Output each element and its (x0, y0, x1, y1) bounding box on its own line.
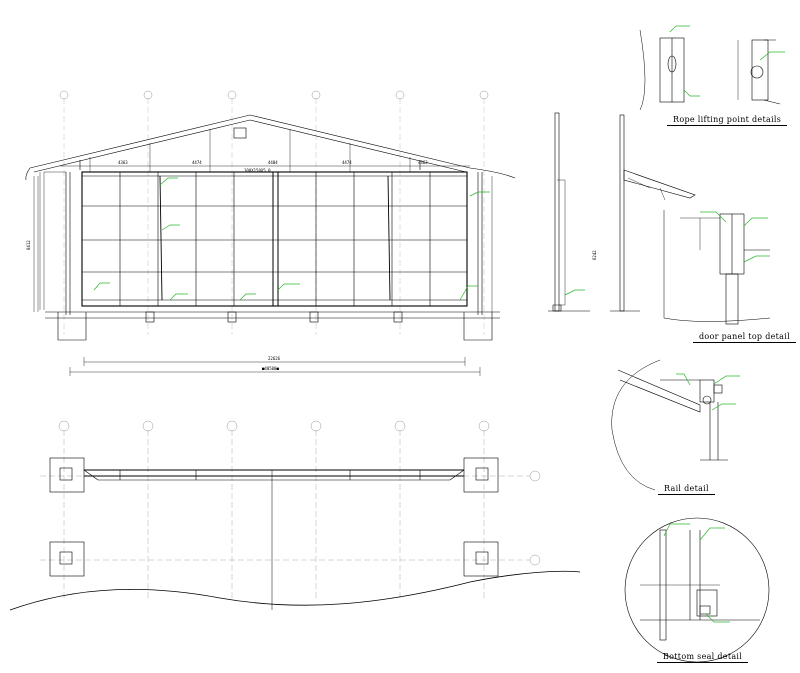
label-rope-lifting-details: Rope lifting point details (666, 115, 788, 126)
dim-ridge: 100X150X5.0 (244, 168, 271, 173)
label-rail-detail: Rail detail (658, 484, 715, 495)
detail-rail-drawing (611, 359, 740, 491)
roof-outline (25, 114, 516, 181)
detail-bottom-seal-drawing (624, 517, 770, 663)
label-door-panel-top-detail: door panel top detail (693, 332, 796, 343)
dimension-texts: 22626 ■40500■ 4363 4474 4404 4474 4363 1… (26, 160, 597, 371)
dim-height-right: 6242 (592, 250, 597, 260)
dimension-lines (33, 165, 493, 376)
front-elevation: 22626 ■40500■ 4363 4474 4404 4474 4363 1… (25, 90, 597, 376)
door-frame (81, 171, 468, 307)
dim-span-total: 22626 (268, 356, 281, 361)
ground-footings (45, 311, 500, 341)
axis-bubbles (59, 90, 489, 100)
dim-top-2: 4474 (192, 160, 202, 165)
dim-top-4: 4474 (342, 160, 352, 165)
plan-view (9, 420, 581, 611)
label-bottom-seal-detail: Bottom seal detail (656, 652, 749, 663)
dim-top-1: 4363 (118, 160, 128, 165)
roof-trusses (89, 129, 411, 172)
side-columns (39, 171, 483, 315)
detail-door-top-drawing (663, 210, 771, 325)
dim-top-3: 4404 (268, 160, 278, 165)
axis-lines (63, 98, 485, 335)
dim-height-left: 8412 (26, 240, 31, 250)
dim-top-5: 4363 (418, 160, 428, 165)
detail-rope-lifting-drawing (639, 25, 785, 111)
dim-overall: ■40500■ (262, 366, 279, 371)
side-section (548, 112, 696, 312)
annotation-leaders (93, 177, 490, 301)
